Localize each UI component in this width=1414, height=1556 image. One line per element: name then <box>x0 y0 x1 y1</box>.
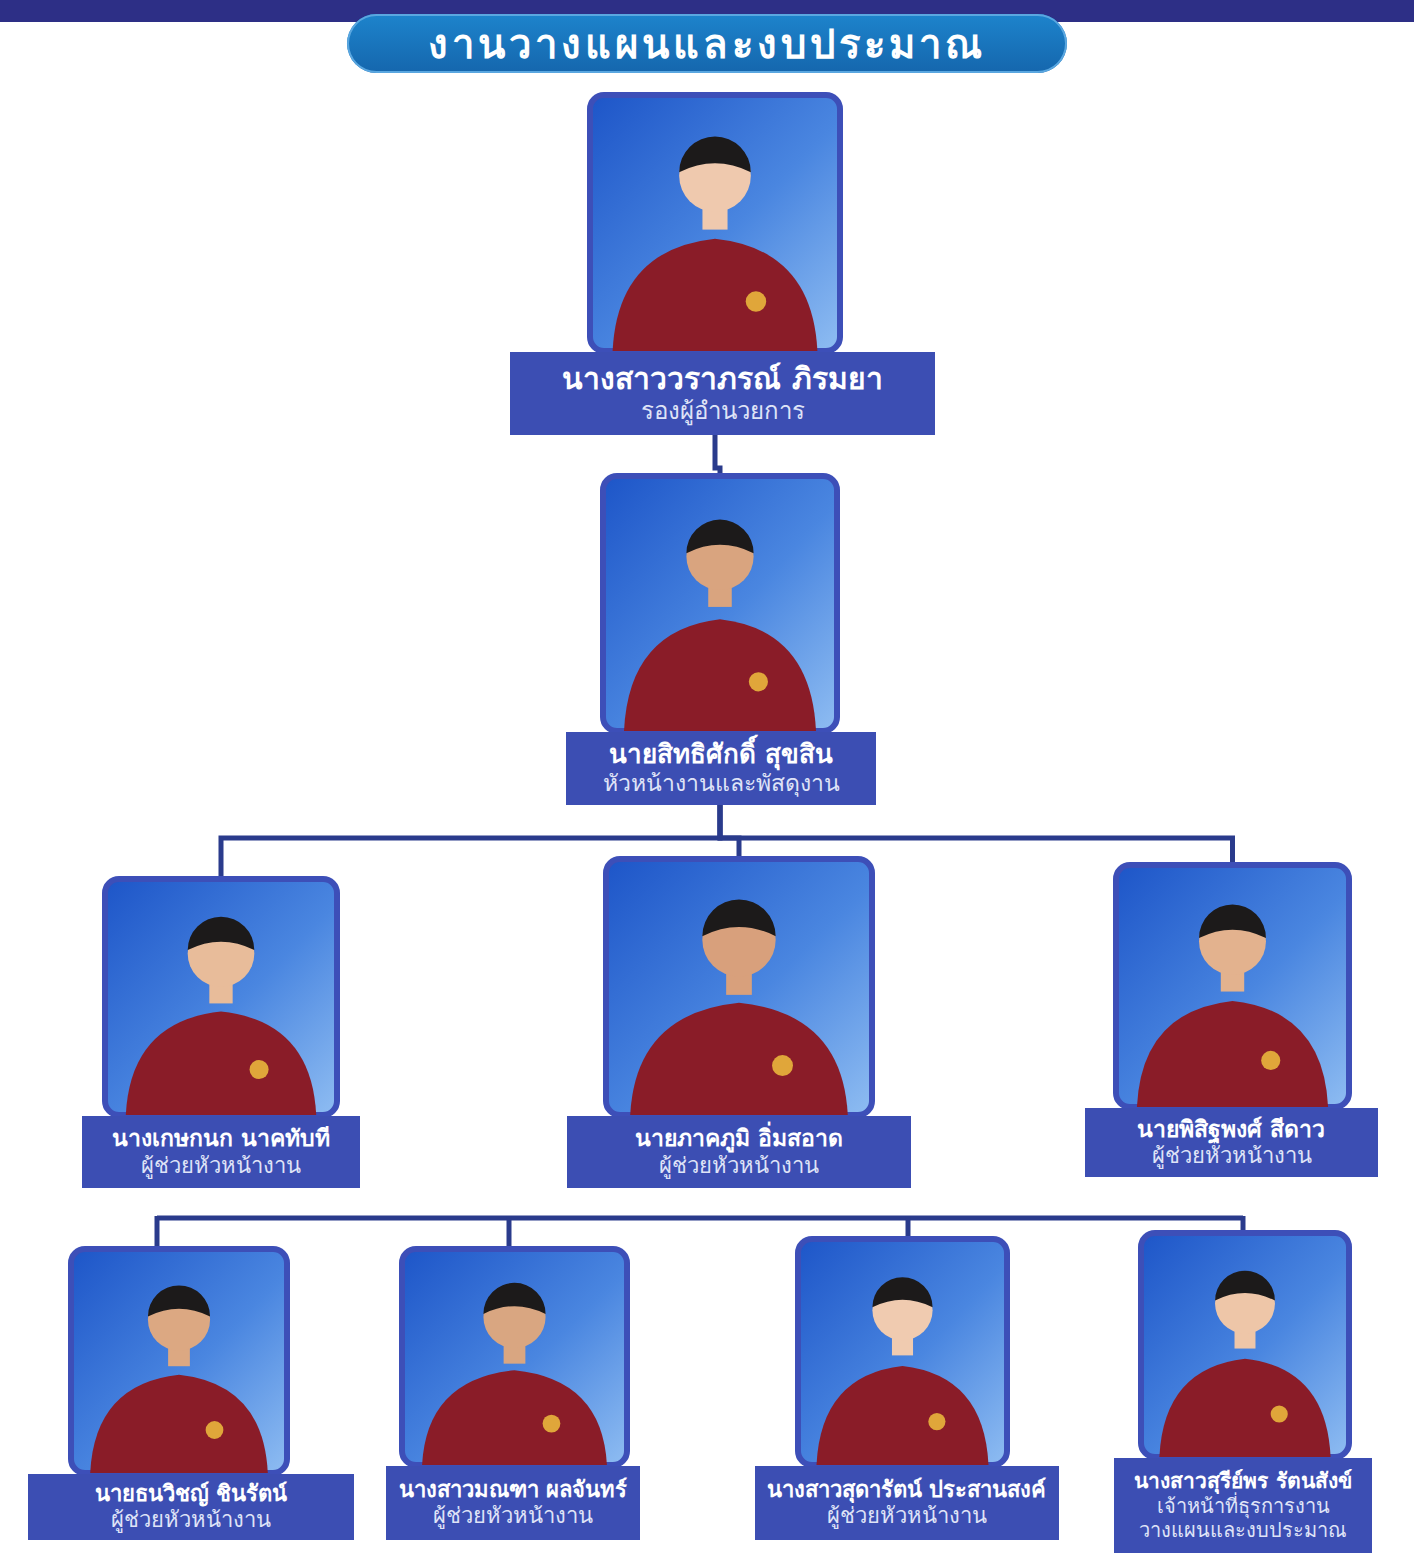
portrait-photo <box>603 856 875 1118</box>
portrait-photo <box>587 92 843 354</box>
person-card: นางสาวสุดารัตน์ ประสานสงค์ผู้ช่วยหัวหน้า… <box>755 1236 1059 1540</box>
person-name: นางสาววราภรณ์ ภิรมยา <box>562 361 882 397</box>
name-plate: นางสาวสุรีย์พร รัตนสังข์เจ้าหน้าที่ธุรกา… <box>1114 1458 1372 1553</box>
person-name: นายสิทธิศักดิ์ สุขสิน <box>609 739 833 770</box>
name-plate: นางสาวมณฑา ผลจันทร์ผู้ช่วยหัวหน้างาน <box>386 1466 640 1540</box>
position-title: ผู้ช่วยหัวหน้างาน <box>1152 1143 1312 1169</box>
person-card: นางสาววราภรณ์ ภิรมยารองผู้อำนวยการ <box>510 92 935 435</box>
portrait-photo <box>399 1246 630 1468</box>
portrait-photo <box>1113 862 1352 1110</box>
person-name: นายภาคภูมิ อิ่มสอาด <box>635 1125 843 1153</box>
person-card: นายสิทธิศักดิ์ สุขสินหัวหน้างานและพัสดุง… <box>566 473 876 805</box>
group-bracket <box>157 1216 1243 1248</box>
person-name: นางสาวสุดารัตน์ ประสานสงค์ <box>767 1477 1047 1503</box>
org-connector <box>720 805 1233 862</box>
person-card: นายธนวิชญ์ ชินรัตน์ผู้ช่วยหัวหน้างาน <box>28 1246 354 1540</box>
name-plate: นายสิทธิศักดิ์ สุขสินหัวหน้างานและพัสดุง… <box>566 732 876 805</box>
person-card: นายภาคภูมิ อิ่มสอาดผู้ช่วยหัวหน้างาน <box>567 856 911 1188</box>
position-title: ผู้ช่วยหัวหน้างาน <box>141 1153 301 1179</box>
name-plate: นายภาคภูมิ อิ่มสอาดผู้ช่วยหัวหน้างาน <box>567 1116 911 1188</box>
position-title: รองผู้อำนวยการ <box>641 397 805 426</box>
name-plate: นางเกษกนก นาคทับทีผู้ช่วยหัวหน้างาน <box>82 1116 360 1188</box>
name-plate: นายพิสิฐพงศ์ สีดาวผู้ช่วยหัวหน้างาน <box>1085 1108 1378 1177</box>
position-title: ผู้ช่วยหัวหน้างาน <box>827 1503 987 1529</box>
person-card: นายพิสิฐพงศ์ สีดาวผู้ช่วยหัวหน้างาน <box>1085 862 1378 1177</box>
person-name: นายพิสิฐพงศ์ สีดาว <box>1137 1116 1325 1144</box>
name-plate: นางสาววราภรณ์ ภิรมยารองผู้อำนวยการ <box>510 352 935 435</box>
portrait-photo <box>600 473 840 734</box>
name-plate: นางสาวสุดารัตน์ ประสานสงค์ผู้ช่วยหัวหน้า… <box>755 1466 1059 1540</box>
org-connector <box>715 435 720 473</box>
diagram-title: งานวางแผนและงบประมาณ <box>428 12 986 76</box>
person-name: นางเกษกนก นาคทับที <box>112 1125 330 1153</box>
person-card: นางสาวมณฑา ผลจันทร์ผู้ช่วยหัวหน้างาน <box>386 1246 640 1540</box>
position-title: หัวหน้างานและพัสดุงาน <box>603 770 840 798</box>
person-name: นายธนวิชญ์ ชินรัตน์ <box>95 1481 288 1507</box>
org-connector <box>720 805 739 856</box>
title-banner: งานวางแผนและงบประมาณ <box>347 14 1067 73</box>
person-card: นางเกษกนก นาคทับทีผู้ช่วยหัวหน้างาน <box>82 876 360 1188</box>
portrait-photo <box>795 1236 1010 1468</box>
position-title: เจ้าหน้าที่ธุรการงาน วางแผนและงบประมาณ <box>1126 1494 1360 1542</box>
portrait-photo <box>68 1246 290 1476</box>
position-title: ผู้ช่วยหัวหน้างาน <box>111 1507 271 1533</box>
person-card: นางสาวสุรีย์พร รัตนสังข์เจ้าหน้าที่ธุรกา… <box>1114 1230 1372 1553</box>
person-name: นางสาวมณฑา ผลจันทร์ <box>399 1477 628 1503</box>
position-title: ผู้ช่วยหัวหน้างาน <box>433 1503 593 1529</box>
position-title: ผู้ช่วยหัวหน้างาน <box>659 1153 819 1179</box>
person-name: นางสาวสุรีย์พร รัตนสังข์ <box>1134 1469 1351 1494</box>
portrait-photo <box>1138 1230 1352 1460</box>
name-plate: นายธนวิชญ์ ชินรัตน์ผู้ช่วยหัวหน้างาน <box>28 1474 354 1540</box>
portrait-photo <box>102 876 340 1118</box>
